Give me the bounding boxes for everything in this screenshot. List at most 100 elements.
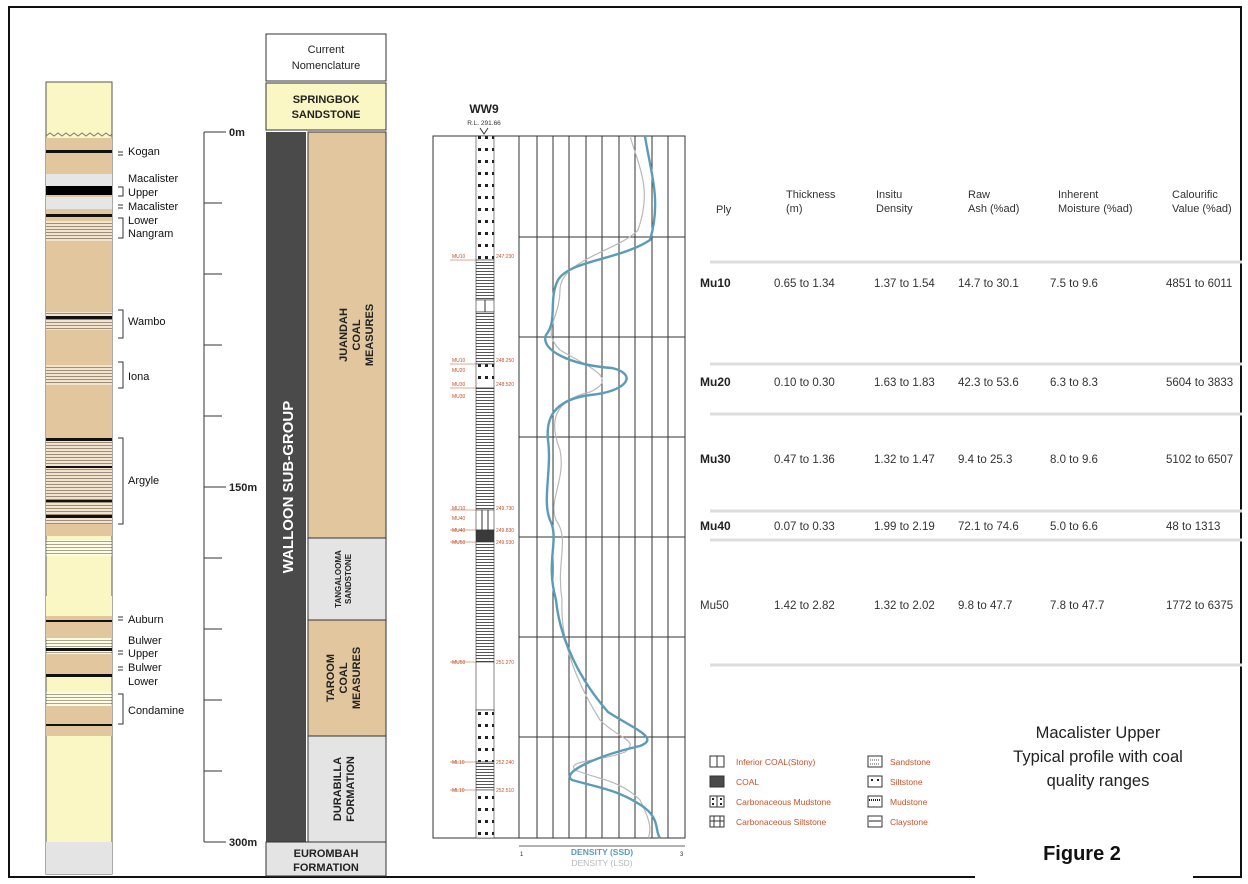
springbok-box [265,82,387,131]
coal-icon [709,775,725,788]
header-thickness-1: Thickness [786,189,836,201]
svg-text:MU50: MU50 [452,660,466,666]
density-cell: 1.63 to 1.83 [874,377,935,389]
mudstone-icon [867,795,883,808]
seam-bulwer-lower-1: Bulwer [128,662,162,674]
legend-label: Mudstone [890,797,928,807]
legend-label: Carbonaceous Siltstone [736,817,827,827]
svg-text:MU40: MU40 [452,528,466,534]
moisture-cell: 7.5 to 9.6 [1050,278,1098,290]
moisture-cell: 7.8 to 47.7 [1050,600,1104,612]
seam-wambo: Wambo [128,316,166,328]
svg-text:252.510: 252.510 [496,788,514,794]
legend-label: COAL [736,777,759,787]
eurombah-label-2: FORMATION [293,862,359,874]
inferior-coal-icon [709,755,725,768]
ply-name: Mu50 [700,600,729,612]
cv-cell: 1772 to 6375 [1166,600,1233,612]
seam-macalister-upper-1: Macalister [128,173,178,185]
seam-macalister-lower-1: Macalister [128,201,178,213]
table-row: Mu40 0.07 to 0.33 1.99 to 2.19 72.1 to 7… [700,519,1220,533]
seam-macalister-lower-2: Lower [128,215,158,227]
moisture-cell: 6.3 to 8.3 [1050,377,1098,389]
svg-text:MU10: MU10 [452,254,466,260]
legend-label: Inferior COAL(Stony) [736,757,816,767]
table-row: Mu10 0.65 to 1.34 1.37 to 1.54 14.7 to 3… [700,276,1232,290]
figure-label: Figure 2 [1043,843,1121,865]
taroom-label-1: TAROOM [325,654,337,702]
density-cell: 1.99 to 2.19 [874,521,935,533]
header-cv-1: Calourific [1172,189,1218,201]
walloon-label: WALLOON SUB-GROUP [280,401,297,574]
svg-text:ML10: ML10 [452,760,465,766]
ash-cell: 9.4 to 25.3 [958,454,1012,466]
ash-cell: 14.7 to 30.1 [958,278,1019,290]
cv-cell: 5604 to 3833 [1166,377,1233,389]
figure-label-box [975,808,1193,878]
well-rl: R.L. 291.66 [467,120,501,127]
svg-text:MU20: MU20 [452,368,466,374]
seam-bulwer-lower-2: Lower [128,676,158,688]
svg-text:MU10: MU10 [452,506,466,512]
thickness-cell: 0.47 to 1.36 [774,454,835,466]
springbok-label-2: SANDSTONE [292,109,361,121]
density-lsd-curve [550,135,651,839]
seam-bulwer-upper-2: Upper [128,648,158,660]
density-grid [519,136,685,838]
ply-name: Mu20 [700,375,731,389]
svg-text:249.830: 249.830 [496,528,514,534]
svg-text:MU40: MU40 [452,516,466,522]
seam-nangram: Nangram [128,228,173,240]
depth-mid-label: 150m [229,482,257,494]
density-cell: 1.37 to 1.54 [874,278,935,290]
eurombah-strat-band [46,842,112,874]
seam-bulwer-upper-1: Bulwer [128,635,162,647]
juandah-box [307,131,387,539]
taroom-label-3: MEASURES [351,647,363,709]
ash-cell: 9.8 to 47.7 [958,600,1012,612]
seam-kogan: Kogan [128,146,160,158]
nomenclature-header-line1: Current [308,44,345,56]
depth-bottom-label: 300m [229,837,257,849]
title-line-2: Typical profile with coal [1013,748,1183,766]
svg-text:ML10: ML10 [452,788,465,794]
legend-label: Sandstone [890,757,931,767]
seam-argyle: Argyle [128,475,159,487]
figure-title: Macalister Upper Typical profile with co… [1013,724,1183,790]
svg-text:252.240: 252.240 [496,760,514,766]
density-axis-min: 1 [520,852,524,858]
sandstone-icon [867,755,883,768]
taroom-label-2: COAL [338,662,350,693]
springbok-label-1: SPRINGBOK [293,94,360,106]
svg-text:MU30: MU30 [452,382,466,388]
well-log: WW9 R.L. 291.66 M [432,102,686,868]
siltstone-icon [867,775,883,788]
depth-top-label: 0m [229,127,245,139]
svg-text:248.250: 248.250 [496,358,514,364]
tangalooma-box [307,537,387,621]
cv-cell: 48 to 1313 [1166,521,1220,533]
legend-label: Claystone [890,817,928,827]
density-axis-max: 3 [680,852,684,858]
svg-text:247.230: 247.230 [496,254,514,260]
seam-labels: Kogan Macalister Upper Macalister Lower … [118,146,184,725]
moisture-cell: 8.0 to 9.6 [1050,454,1098,466]
header-ash-1: Raw [968,189,990,201]
well-name: WW9 [469,102,499,116]
ash-cell: 42.3 to 53.6 [958,377,1019,389]
thickness-cell: 0.65 to 1.34 [774,278,835,290]
density-cell: 1.32 to 2.02 [874,600,935,612]
density-ssd-label: DENSITY (SSD) [571,847,633,857]
juandah-label-3: MEASURES [364,304,376,366]
svg-text:MU10: MU10 [452,358,466,364]
claystone-icon [867,815,883,828]
title-line-3: quality ranges [1047,772,1150,790]
cv-cell: 5102 to 6507 [1166,454,1233,466]
nomenclature-column: Current Nomenclature SPRINGBOK SANDSTONE… [265,33,387,877]
juandah-label-1: JUANDAH [338,308,350,362]
durabilla-label-2: FORMATION [345,756,357,822]
tangalooma-label-1: TANGALOOMA [334,550,343,608]
tangalooma-label-2: SANDSTONE [344,553,353,604]
table-row: Mu20 0.10 to 0.30 1.63 to 1.83 42.3 to 5… [700,375,1233,389]
